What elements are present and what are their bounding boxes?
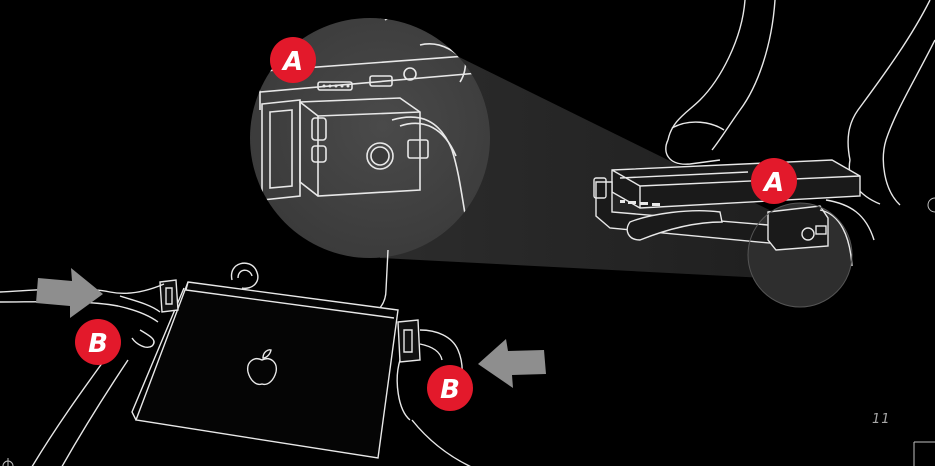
svg-text:A: A xyxy=(762,168,784,198)
callout-b-left: B xyxy=(75,319,121,365)
crop-mark-icon xyxy=(928,198,935,212)
arrow-icon xyxy=(478,339,546,388)
svg-text:B: B xyxy=(440,375,460,405)
arrow-icon xyxy=(36,268,103,318)
crop-mark-icon xyxy=(914,442,935,466)
svg-text:B: B xyxy=(88,329,108,359)
callout-a-laptop: A xyxy=(751,158,797,204)
callout-a-zoom: A xyxy=(270,37,316,83)
callout-b-right: B xyxy=(427,365,473,411)
page-number: 11 xyxy=(872,412,891,427)
svg-text:A: A xyxy=(281,47,303,77)
crop-mark-icon xyxy=(3,458,13,466)
